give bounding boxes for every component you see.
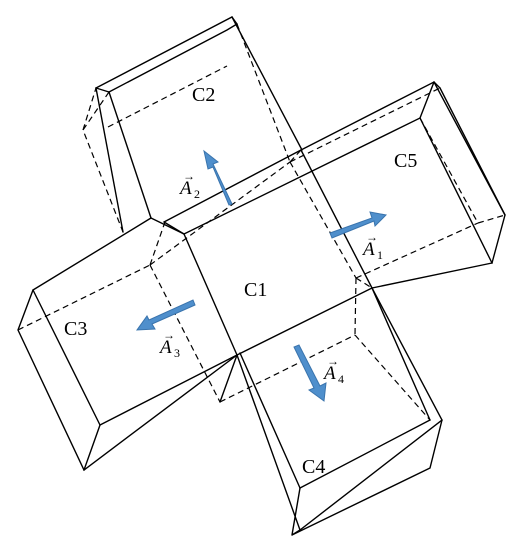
c4-front-top (299, 419, 431, 489)
vector-a1-subscript: 1 (377, 248, 383, 262)
vector-a3-symbol: A (158, 337, 172, 358)
vector-label-a4: → A 4 (322, 354, 344, 386)
vector-a4-hat: → (327, 354, 339, 368)
vector-a2-subscript: 2 (194, 187, 200, 201)
c3-hidden-top (17, 264, 151, 331)
vector-a1-hat: → (366, 230, 378, 244)
c3-hidden-right (149, 264, 221, 403)
vector-label-a1: → A 1 (361, 230, 383, 262)
c2-hidden-right (236, 23, 291, 163)
c5-hidden-bottom (355, 222, 479, 279)
c4-front-right (371, 287, 431, 421)
c4-front-corner (291, 487, 301, 536)
c5-outline (300, 81, 506, 264)
c3-front-bottom (99, 354, 238, 426)
vector-a3-subscript: 3 (174, 346, 180, 360)
c5-front (183, 117, 493, 264)
c4-hidden-top (219, 334, 356, 403)
c3-front (32, 289, 101, 471)
vector-arrows (135, 149, 388, 402)
c2-hidden-mid (107, 65, 228, 128)
c2-corner-link (95, 87, 110, 93)
cell-label-c3: C3 (64, 318, 87, 340)
vector-a4-arrow (293, 344, 327, 402)
c1-hidden-top (149, 161, 291, 266)
c5-corner (433, 81, 441, 89)
c5-front-corner (419, 81, 435, 119)
cell-label-c2: C2 (192, 84, 215, 106)
c1-hidden-corner-br (355, 277, 373, 289)
vector-a4-subscript: 4 (338, 372, 344, 386)
c2-front-left (108, 91, 152, 219)
c5-hidden-right (419, 117, 479, 224)
c2-front-top (108, 23, 238, 93)
c4-front-bottom (291, 419, 443, 536)
c1-left-link (150, 217, 185, 235)
vector-a1-arrow (329, 211, 388, 239)
c4-front-left (239, 352, 301, 489)
prism-c3-c5 (17, 81, 506, 472)
c5-bottom (371, 262, 493, 289)
vector-label-a2: → A 2 (178, 169, 200, 201)
cell-label-c5: C5 (394, 150, 417, 172)
c4-hidden-right (354, 334, 431, 421)
c1-hidden-corner-b (354, 277, 357, 336)
c3-outline (17, 217, 238, 472)
prism-c2-c4 (82, 16, 443, 536)
c1-right-edge (300, 149, 373, 289)
vector-a3-hat: → (163, 328, 175, 342)
c1-left-edge (183, 233, 238, 356)
c1-top-left (163, 149, 302, 223)
c5-back-right (439, 87, 506, 216)
c2-hidden-back (82, 91, 124, 233)
c5-hidden-top (289, 87, 441, 163)
c4-outline (236, 287, 443, 532)
c5-hidden-corner (477, 214, 506, 224)
c1-bottom-edge (236, 287, 373, 356)
vector-a2-symbol: A (178, 178, 192, 199)
c2-top-corner (231, 16, 238, 25)
vector-a2-hat: → (183, 169, 195, 183)
vector-a1-symbol: A (361, 239, 375, 260)
cell-label-c1: C1 (244, 279, 267, 301)
c1-hidden-right (289, 161, 357, 279)
vector-a4-symbol: A (322, 363, 336, 384)
c3-hidden-corner (149, 221, 166, 266)
c2-hidden-corner (82, 87, 97, 131)
vector-label-a3: → A 3 (158, 328, 180, 360)
c1-bottom-corner (219, 354, 238, 403)
vector-a3-arrow (135, 299, 196, 331)
c1-hidden-corner-tr (289, 149, 302, 163)
cell-label-c4: C4 (302, 456, 325, 478)
c2-left-edge (95, 87, 124, 233)
vector-a2-arrow (203, 149, 233, 206)
